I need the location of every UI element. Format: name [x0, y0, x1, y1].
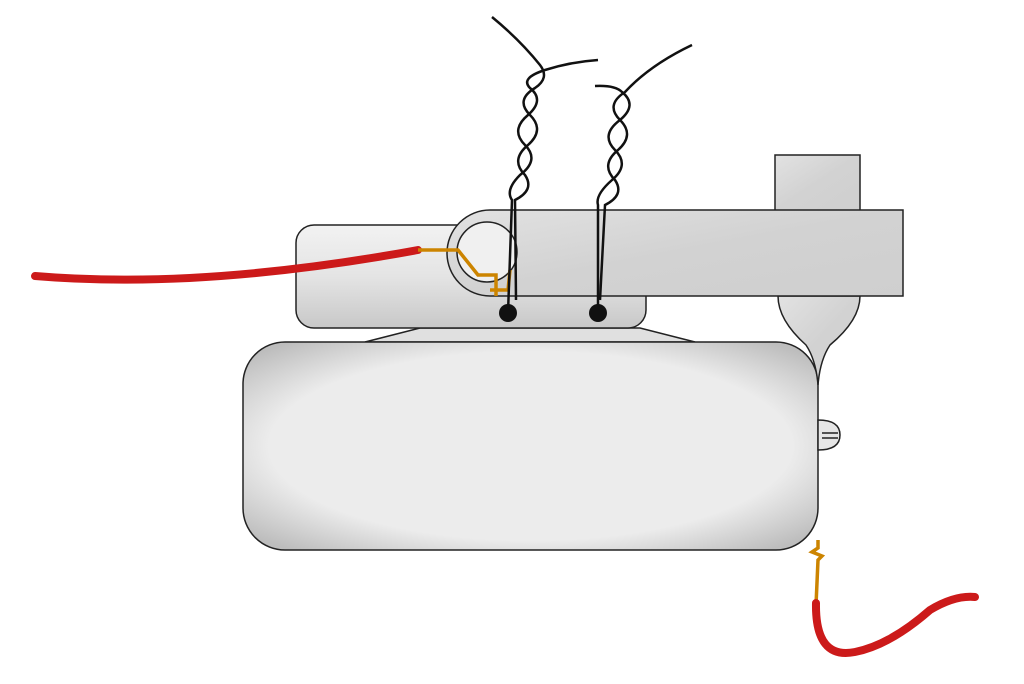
- orange-wire-bottom: [808, 540, 826, 606]
- twisted-wire-1: [491, 16, 599, 314]
- terminal-dot-2: [589, 304, 607, 322]
- twisted-wire-2: [594, 43, 693, 313]
- lever-top-block: [774, 154, 861, 212]
- contact-tip: [777, 295, 861, 386]
- red-wire-left: [31, 246, 422, 284]
- terminal-dot-1: [499, 304, 517, 322]
- screw-icon: [817, 419, 841, 451]
- red-wire-bottom: [811, 592, 979, 657]
- main-housing: [242, 341, 819, 551]
- housing-neck: [364, 327, 696, 343]
- lever-arm: [446, 209, 904, 297]
